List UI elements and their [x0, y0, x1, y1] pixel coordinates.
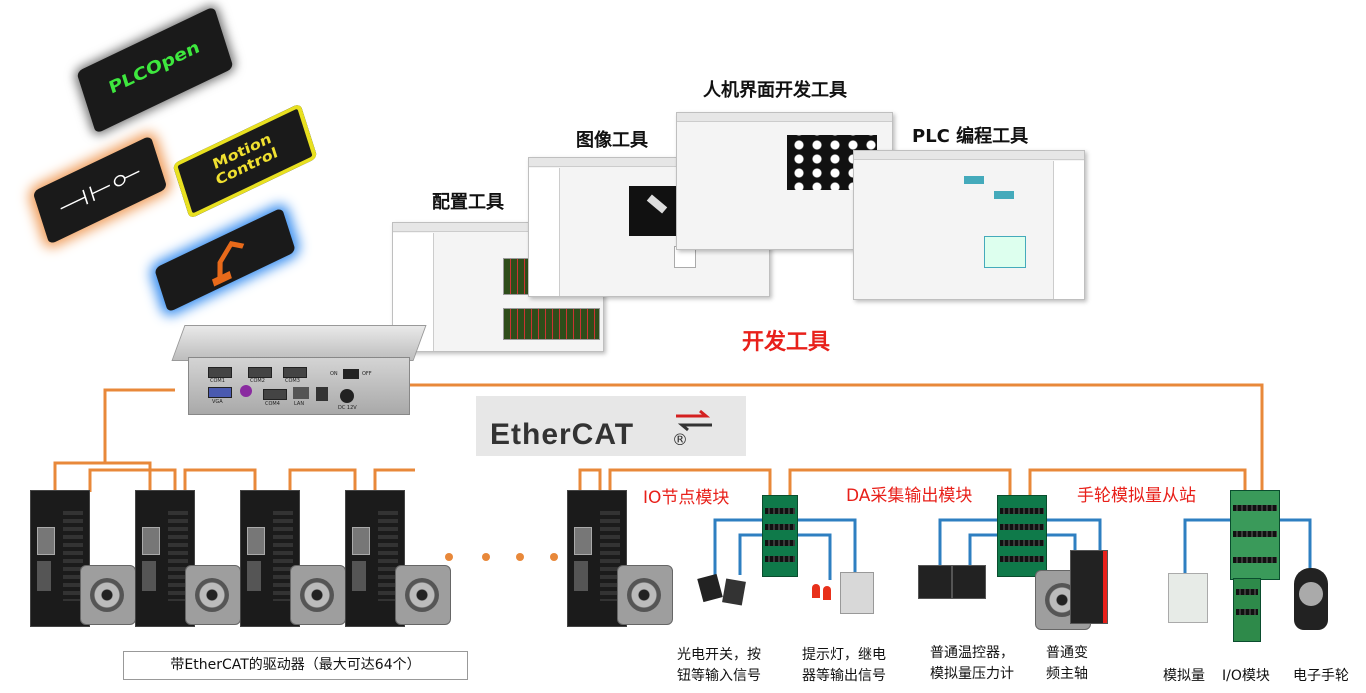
io-node-title: IO节点模块 [643, 488, 730, 508]
temp-caption-line2: 模拟量压力计 [930, 666, 1014, 682]
da-module-title: DA采集输出模块 [846, 486, 973, 506]
hmi-tool-title: 人机界面开发工具 [703, 80, 847, 101]
temp-caption-line1: 普通温控器， [930, 645, 1014, 661]
da-module-board [997, 495, 1047, 577]
drives-caption: 带EtherCAT的驱动器（最大可达64个） [170, 657, 421, 673]
ellipsis-dot [550, 553, 558, 561]
servo-drive-2 [135, 490, 195, 627]
analog-caption: 模拟量 [1163, 668, 1205, 684]
servo-motor-1 [80, 565, 136, 625]
controller-port-com2: COM2 [250, 378, 265, 384]
controller-port-com4: COM4 [265, 401, 280, 407]
ladder-chip [32, 135, 168, 245]
io-module-board [1233, 578, 1261, 642]
controller-switch-off: OFF [362, 371, 372, 377]
industrial-controller: COM1 COM2 COM3 VGA COM4 LAN DC 12V ON OF… [171, 325, 427, 415]
handwheel-station-title: 手轮模拟量从站 [1077, 486, 1196, 506]
servo-motor-5 [617, 565, 673, 625]
config-tool-title: 配置工具 [432, 192, 504, 213]
lamp-caption-line1: 提示灯，继电 [802, 647, 886, 663]
controller-port-vga: VGA [212, 399, 223, 405]
image-tool-title: 图像工具 [576, 130, 648, 151]
handwheel-station-board [1230, 490, 1280, 580]
servo-motor-3 [290, 565, 346, 625]
servo-motor-4 [395, 565, 451, 625]
controller-port-lan: LAN [294, 401, 305, 407]
stepper-motor-icon [952, 565, 986, 599]
lamp-caption-line2: 器等输出信号 [802, 668, 886, 684]
drives-caption-box: 带EtherCAT的驱动器（最大可达64个） [123, 651, 468, 680]
handwheel-icon [1294, 568, 1328, 630]
relay-icon [840, 572, 874, 614]
vfd-caption-line1: 普通变 [1046, 645, 1088, 661]
plc-tool-window [853, 150, 1085, 300]
stepper-motor-icon [918, 565, 952, 599]
robot-arm-icon [211, 240, 245, 287]
ethercat-arrows-icon [676, 409, 712, 432]
plc-tool-title: PLC 编程工具 [912, 126, 1029, 147]
photo-switch-caption-line1: 光电开关，按 [677, 647, 761, 663]
controller-switch-on: ON [330, 371, 338, 377]
servo-motor-2 [185, 565, 241, 625]
vfd-caption-line2: 频主轴 [1046, 666, 1088, 682]
io-node-board [762, 495, 798, 577]
ethercat-reg-mark: ® [672, 430, 688, 449]
photo-switch-caption-line2: 钮等输入信号 [677, 668, 761, 684]
controller-port-com3: COM3 [285, 378, 300, 384]
ellipsis-dot [516, 553, 524, 561]
io-module-caption: I/O模块 [1222, 668, 1270, 684]
ethercat-logo-text: EtherCAT [490, 418, 635, 451]
handwheel-caption: 电子手轮 [1293, 668, 1349, 684]
controller-port-com1: COM1 [210, 378, 225, 384]
robot-chip [154, 207, 296, 313]
photo-switch-icon [697, 570, 748, 608]
ladder-icon [60, 170, 140, 210]
ellipsis-dot [445, 553, 453, 561]
ethercat-logo: EtherCAT ® [476, 396, 746, 456]
vfd-drive [1070, 550, 1108, 624]
controller-port-dc: DC 12V [338, 405, 357, 411]
ellipsis-dot [482, 553, 490, 561]
analog-module [1168, 573, 1208, 623]
dev-tools-title: 开发工具 [742, 330, 831, 355]
indicator-lamp-icon [810, 584, 834, 614]
